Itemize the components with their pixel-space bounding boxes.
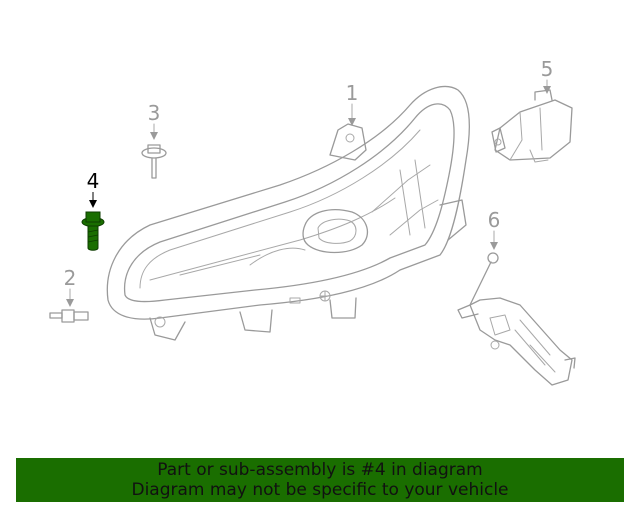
callout-number-3: 3	[148, 101, 161, 125]
bracket-part-6[interactable]	[457, 252, 576, 386]
module-part-5[interactable]	[491, 89, 573, 163]
callout-4: 4	[87, 169, 100, 208]
callout-2: 2	[64, 266, 77, 307]
callout-number-1: 1	[346, 81, 359, 105]
callout-6: 6	[488, 208, 501, 250]
callout-number-6: 6	[488, 208, 501, 232]
banner-line-2: Diagram may not be specific to your vehi…	[131, 480, 509, 500]
screw-part-3[interactable]	[141, 144, 167, 179]
callout-1: 1	[346, 81, 359, 126]
info-banner: Part or sub-assembly is #4 in diagram Di…	[16, 458, 624, 502]
banner-line-1: Part or sub-assembly is #4 in diagram	[157, 460, 483, 480]
parts-diagram: 1 2 3 4	[49, 57, 576, 386]
callout-5: 5	[541, 57, 554, 94]
callout-3: 3	[148, 101, 161, 140]
callout-number-4: 4	[87, 169, 100, 193]
bolt-part-4-highlighted[interactable]	[81, 211, 105, 251]
callout-number-5: 5	[541, 57, 554, 81]
bolt-part-2[interactable]	[49, 309, 89, 323]
callout-number-2: 2	[64, 266, 77, 290]
headlamp-assembly[interactable]	[106, 85, 470, 341]
